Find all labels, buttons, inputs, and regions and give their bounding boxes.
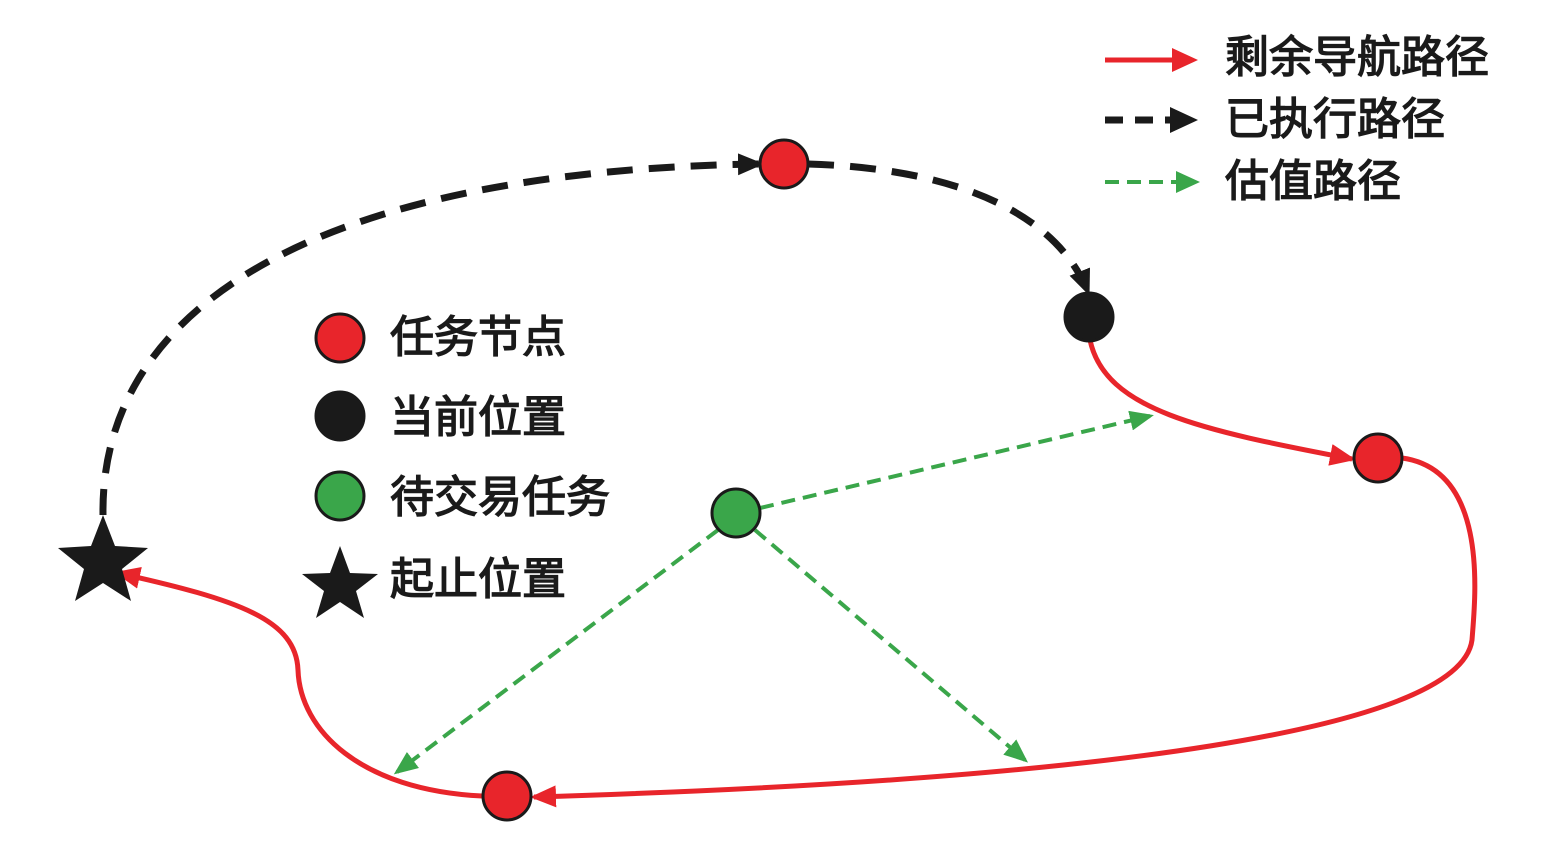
estimated-path-2 <box>393 528 720 775</box>
executed-path-segment-2 <box>807 160 1092 296</box>
legend-remaining-path-arrow <box>1172 48 1198 72</box>
path-legend: 剩余导航路径 已执行路径 估值路径 <box>1105 32 1489 207</box>
legend-executed-path-label: 已执行路径 <box>1225 94 1445 145</box>
remaining-path-segment-3 <box>114 567 483 799</box>
legend-estimated-path-arrow <box>1176 171 1200 193</box>
legend-pending-task-label: 待交易任务 <box>390 472 610 523</box>
legend-start-end-star-icon <box>302 546 378 618</box>
legend-current-position-label: 当前位置 <box>390 392 566 443</box>
task-node-top <box>758 138 810 190</box>
remaining-path-segment-2 <box>530 455 1478 808</box>
executed-path-segment-1 <box>99 153 764 516</box>
legend-remaining-path-label: 剩余导航路径 <box>1225 32 1489 83</box>
legend-pending-task-icon <box>314 470 366 522</box>
legend-task-node-icon <box>314 312 366 364</box>
legend-executed-path-arrow <box>1170 107 1198 133</box>
start-end-star <box>58 515 148 601</box>
estimated-path-1 <box>759 410 1154 510</box>
current-position-node <box>1063 291 1115 343</box>
task-node-right <box>1352 432 1404 484</box>
marker-legend: 任务节点 当前位置 待交易任务 起止位置 <box>302 312 610 618</box>
estimated-path-3 <box>753 528 1029 763</box>
remaining-path-segment-1 <box>1087 339 1356 466</box>
legend-task-node-label: 任务节点 <box>390 312 566 363</box>
legend-start-end-label: 起止位置 <box>390 554 566 605</box>
task-node-bottom <box>481 770 533 822</box>
pending-task-node <box>710 487 762 539</box>
legend-current-position-icon <box>314 390 366 442</box>
legend-estimated-path-label: 估值路径 <box>1224 156 1401 207</box>
